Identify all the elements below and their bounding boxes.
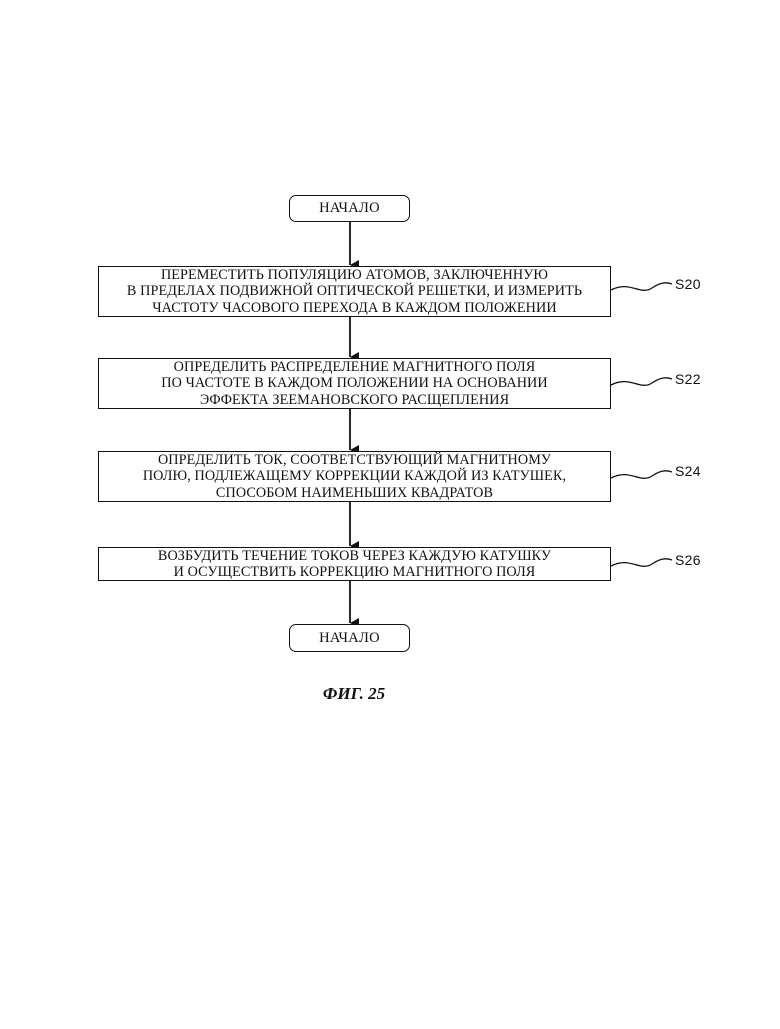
- process-box-s26: ВОЗБУДИТЬ ТЕЧЕНИЕ ТОКОВ ЧЕРЕЗ КАЖДУЮ КАТ…: [98, 547, 611, 581]
- process-line: СПОСОБОМ НАИМЕНЬШИХ КВАДРАТОВ: [216, 485, 493, 502]
- process-line: ПЕРЕМЕСТИТЬ ПОПУЛЯЦИЮ АТОМОВ, ЗАКЛЮЧЕННУ…: [161, 267, 548, 284]
- process-line: ОПРЕДЕЛИТЬ РАСПРЕДЕЛЕНИЕ МАГНИТНОГО ПОЛЯ: [174, 359, 536, 376]
- leader-line-s22: [611, 378, 672, 386]
- process-box-s24: ОПРЕДЕЛИТЬ ТОК, СООТВЕТСТВУЮЩИЙ МАГНИТНО…: [98, 451, 611, 502]
- step-label-s26: S26: [675, 552, 701, 568]
- leader-line-s20: [611, 283, 672, 291]
- figure-caption: ФИГ. 25: [0, 684, 708, 704]
- step-label-s20: S20: [675, 276, 701, 292]
- process-line: В ПРЕДЕЛАХ ПОДВИЖНОЙ ОПТИЧЕСКОЙ РЕШЕТКИ,…: [127, 283, 582, 300]
- step-label-s22: S22: [675, 371, 701, 387]
- end-terminal: НАЧАЛО: [289, 624, 410, 652]
- start-label: НАЧАЛО: [319, 200, 380, 217]
- process-line: И ОСУЩЕСТВИТЬ КОРРЕКЦИЮ МАГНИТНОГО ПОЛЯ: [174, 564, 536, 581]
- process-line: ЭФФЕКТА ЗЕЕМАНОВСКОГО РАСЩЕПЛЕНИЯ: [200, 392, 509, 409]
- leader-line-s24: [611, 471, 672, 479]
- leader-line-s26: [611, 559, 672, 567]
- end-label: НАЧАЛО: [319, 630, 380, 647]
- step-label-s24: S24: [675, 463, 701, 479]
- process-box-s20: ПЕРЕМЕСТИТЬ ПОПУЛЯЦИЮ АТОМОВ, ЗАКЛЮЧЕННУ…: [98, 266, 611, 317]
- process-line: ПОЛЮ, ПОДЛЕЖАЩЕМУ КОРРЕКЦИИ КАЖДОЙ ИЗ КА…: [143, 468, 566, 485]
- process-line: ВОЗБУДИТЬ ТЕЧЕНИЕ ТОКОВ ЧЕРЕЗ КАЖДУЮ КАТ…: [158, 548, 551, 565]
- process-box-s22: ОПРЕДЕЛИТЬ РАСПРЕДЕЛЕНИЕ МАГНИТНОГО ПОЛЯ…: [98, 358, 611, 409]
- start-terminal: НАЧАЛО: [289, 195, 410, 222]
- process-line: ОПРЕДЕЛИТЬ ТОК, СООТВЕТСТВУЮЩИЙ МАГНИТНО…: [158, 452, 551, 469]
- process-line: ПО ЧАСТОТЕ В КАЖДОМ ПОЛОЖЕНИИ НА ОСНОВАН…: [161, 375, 548, 392]
- process-line: ЧАСТОТУ ЧАСОВОГО ПЕРЕХОДА В КАЖДОМ ПОЛОЖ…: [152, 300, 556, 317]
